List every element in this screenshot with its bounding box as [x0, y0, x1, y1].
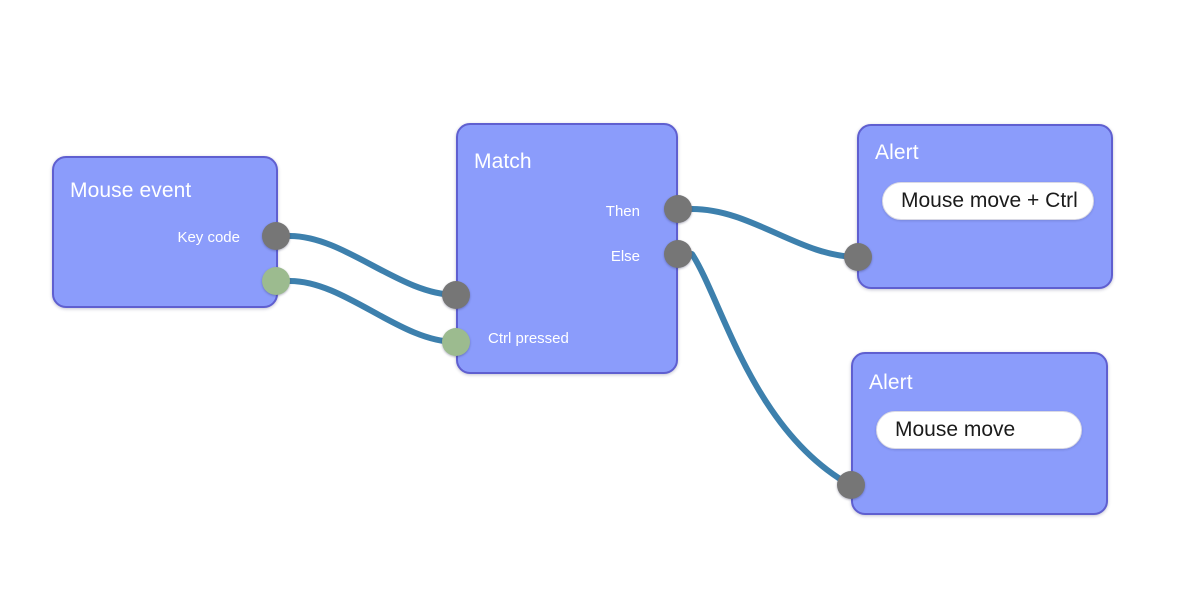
node-title-match: Match — [474, 150, 532, 173]
port-match-in-ctrl[interactable] — [442, 328, 470, 356]
port-alert-move-in[interactable] — [837, 471, 865, 499]
node-match[interactable]: Match Ctrl pressed Then Else — [456, 123, 678, 374]
edge-keycode-to-ctrl — [287, 278, 459, 345]
port-match-out-else[interactable] — [664, 240, 692, 268]
port-mouse-event-out-event[interactable] — [262, 222, 290, 250]
port-label-key-code: Key code — [177, 229, 240, 246]
port-label-ctrl-pressed: Ctrl pressed — [488, 330, 569, 347]
node-title-alert-ctrl: Alert — [875, 141, 919, 164]
edge-else-to-alert-move — [689, 251, 853, 488]
node-title-mouse-event: Mouse event — [70, 179, 192, 202]
port-alert-ctrl-in[interactable] — [844, 243, 872, 271]
alert-value-pill-ctrl[interactable]: Mouse move + Ctrl — [882, 182, 1094, 220]
port-match-in-event[interactable] — [442, 281, 470, 309]
node-alert-mouse-move-ctrl[interactable]: Alert Mouse move + Ctrl — [857, 124, 1113, 289]
node-mouse-event[interactable]: Mouse event Key code — [52, 156, 278, 308]
alert-value-pill-move[interactable]: Mouse move — [876, 411, 1082, 449]
port-label-then: Then — [605, 203, 640, 220]
port-mouse-event-out-keycode[interactable] — [262, 267, 290, 295]
edge-then-to-alert-ctrl — [689, 206, 861, 260]
node-alert-mouse-move[interactable]: Alert Mouse move — [851, 352, 1108, 515]
port-match-out-then[interactable] — [664, 195, 692, 223]
node-title-alert-move: Alert — [869, 371, 913, 394]
edge-event-to-match — [287, 233, 459, 298]
port-label-else: Else — [610, 248, 640, 265]
